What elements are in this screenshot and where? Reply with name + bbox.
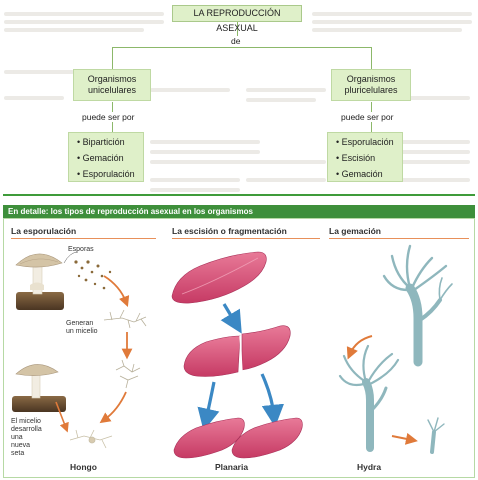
list-item: • Esporulación (336, 137, 394, 147)
arrow-new-seta (55, 401, 69, 433)
mycelium-label-line1: Generan (66, 320, 94, 327)
detail-header: En detalle: los tipos de reproducción as… (3, 205, 475, 218)
concept-map-title: LA REPRODUCCIÓN ASEXUAL (172, 5, 302, 33)
left-connector-label: puede ser por (82, 112, 135, 122)
budding-title: La gemación (329, 226, 381, 236)
hydra-caption: Hydra (357, 462, 382, 472)
spores-label: Esporas (68, 246, 94, 253)
band-top-rule (3, 194, 475, 196)
planaria-splitting-icon (183, 325, 291, 377)
arrow-spores-to-mycelium (103, 275, 130, 308)
unicellular-line1: Organismos (87, 74, 137, 84)
unicellular-box: Organismos unicelulares (73, 69, 151, 101)
mycelium-label: Generan un micelio (66, 320, 98, 336)
multicellular-line2: pluricelulares (344, 85, 398, 95)
arrow-fission-1 (220, 303, 242, 334)
new-seta-label: El micelio desarrolla una nueva seta (11, 418, 42, 458)
list-item: • Gemación (336, 169, 383, 179)
list-item: • Gemación (77, 153, 124, 163)
budding-rule (329, 238, 469, 239)
new-seta-line4: nueva (11, 442, 31, 449)
arrow-fission-2 (197, 381, 220, 431)
new-seta-line1: El micelio (11, 418, 41, 425)
new-seta-line5: seta (11, 450, 25, 457)
multicellular-line1: Organismos (346, 74, 396, 84)
new-fungus-icon (69, 429, 113, 449)
fission-title: La escisión o fragmentación (172, 226, 287, 236)
new-seta-line3: una (11, 434, 23, 441)
unicellular-line2: unicelulares (87, 85, 137, 95)
mushroom-bottom-icon (12, 364, 66, 412)
arrow-fission-3 (260, 373, 285, 428)
planaria-piece-b-icon (231, 417, 303, 459)
list-item: • Bipartición (77, 137, 125, 147)
planaria-piece-a-icon (173, 417, 245, 459)
right-connector-label: puede ser por (341, 112, 394, 122)
mycelium-label-line2: un micelio (66, 328, 98, 335)
list-item: • Escisión (336, 153, 376, 163)
spores-icon (74, 260, 112, 290)
unicellular-list: • Bipartición • Gemación • Esporulación (68, 132, 144, 182)
multicellular-list: • Esporulación • Escisión • Gemación (327, 132, 403, 182)
arrow-budding-2 (391, 432, 418, 445)
fungus-caption: Hongo (70, 462, 97, 472)
mycelium-cluster-icon (115, 359, 141, 389)
multicellular-box: Organismos pluricelulares (331, 69, 411, 101)
spores-pointer (63, 251, 79, 264)
arrow-budding-1 (346, 335, 373, 360)
spore-rule (11, 238, 156, 239)
spore-title: La esporulación (11, 226, 77, 236)
mycelium-icon (103, 309, 147, 329)
mushroom-top-icon (15, 253, 64, 310)
arrow-to-new-mushroom (99, 391, 127, 424)
planaria-whole-icon (171, 251, 267, 304)
new-seta-line2: desarrolla (11, 426, 42, 433)
fission-rule (172, 238, 320, 239)
hydra-bud-icon (427, 417, 445, 454)
connector-de: de (231, 36, 241, 46)
planaria-caption: Planaria (215, 462, 249, 472)
hydra-bottom-icon (338, 344, 400, 452)
list-item: • Esporulación (77, 169, 135, 179)
hydra-top-icon (382, 244, 453, 367)
